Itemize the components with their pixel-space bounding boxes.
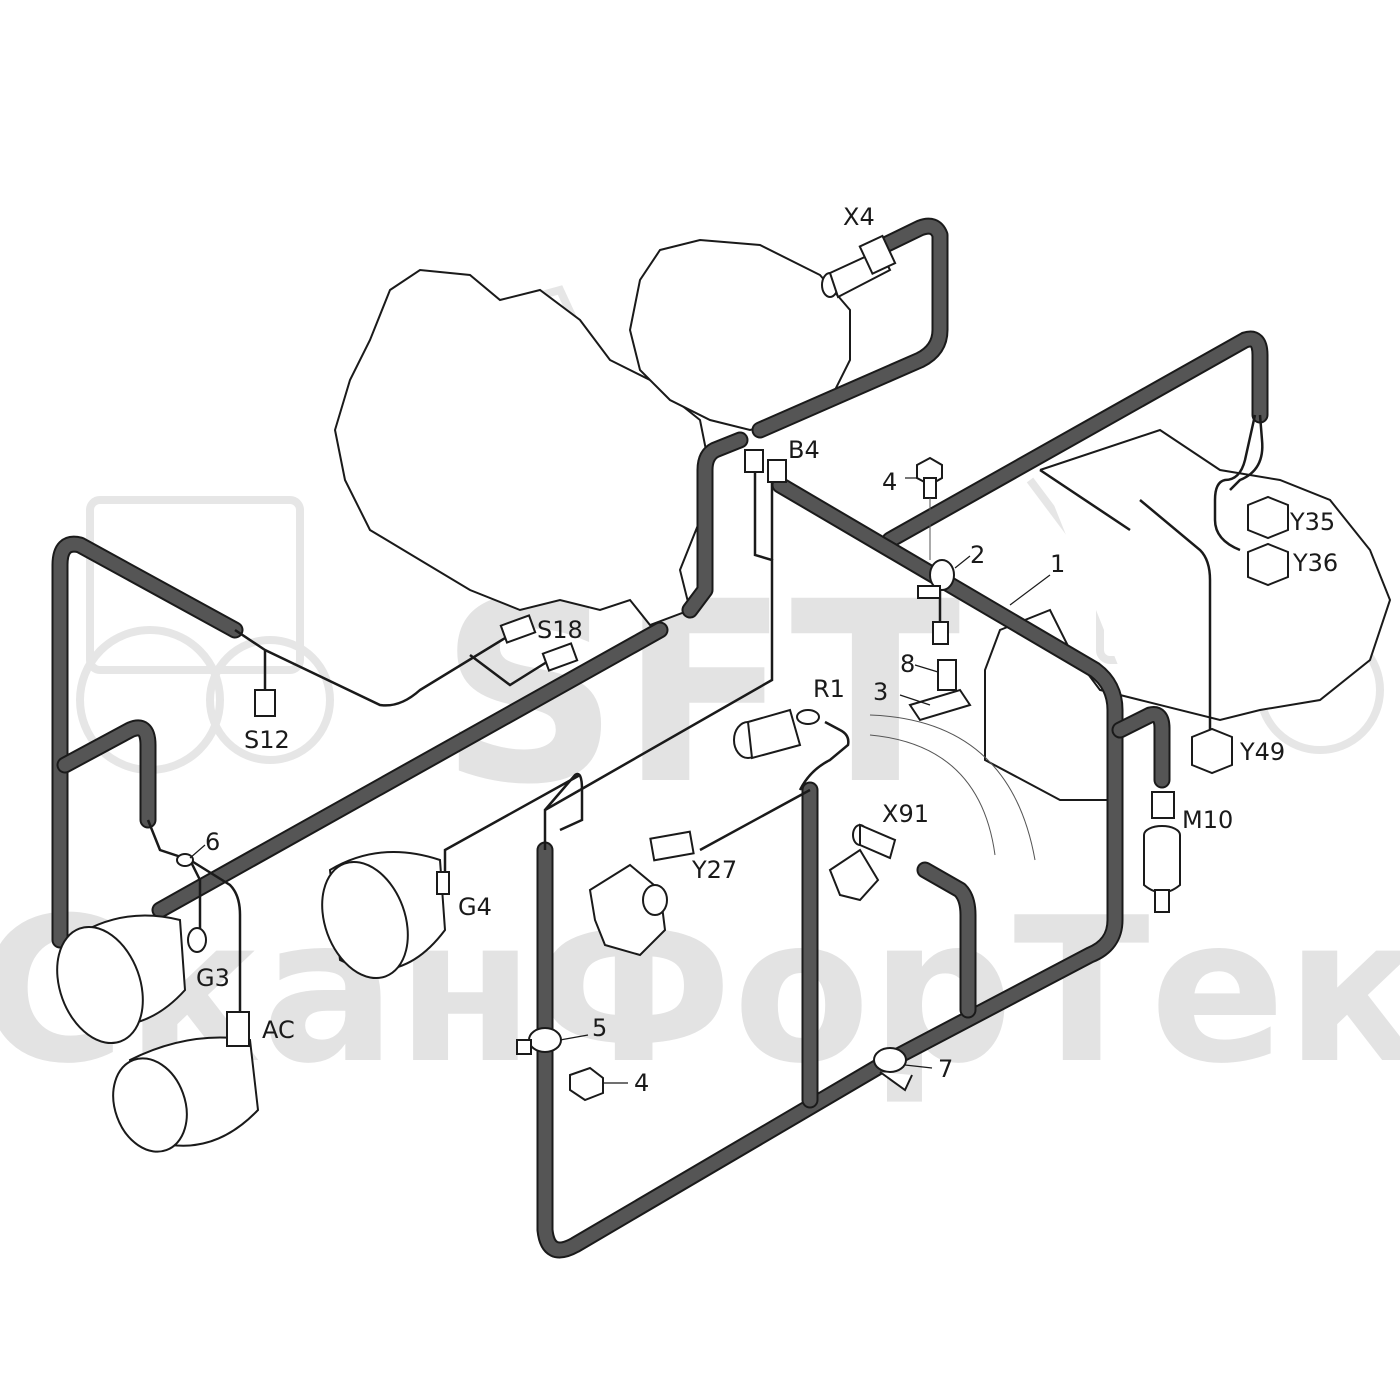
clamp-2 <box>917 559 955 645</box>
g4-cylinder <box>321 851 450 980</box>
engine-outline <box>333 268 712 627</box>
y35-valve <box>1247 495 1289 540</box>
bolt-4-bottom <box>569 1066 604 1102</box>
label-item-8: 8 <box>900 650 915 678</box>
g3-alternator <box>56 914 207 1045</box>
labels: X4 B4 S18 S12 R1 Y35 Y36 Y49 M10 X91 Y27… <box>196 203 1338 1097</box>
label-r1: R1 <box>813 675 845 703</box>
label-s18: S18 <box>537 616 583 644</box>
b4-sensor-right <box>767 459 787 483</box>
clamp-6 <box>176 853 194 867</box>
label-item-3: 3 <box>873 678 888 706</box>
y36-valve <box>1247 542 1289 587</box>
label-item-2: 2 <box>970 541 985 569</box>
label-item-7: 7 <box>938 1055 953 1083</box>
swing-arc-outer <box>869 714 1036 861</box>
label-b4: B4 <box>788 436 820 464</box>
label-item-5: 5 <box>592 1014 607 1042</box>
b4-sensor-left <box>744 449 764 473</box>
clamp-5 <box>516 1027 562 1055</box>
label-m10: M10 <box>1182 806 1233 834</box>
clamp-7 <box>873 1047 913 1092</box>
ac-compressor <box>112 1011 260 1153</box>
label-g4: G4 <box>458 893 492 921</box>
bracket-3 <box>908 659 972 722</box>
label-item-4-bottom: 4 <box>634 1069 649 1097</box>
label-x91: X91 <box>882 800 929 828</box>
transmission-outline <box>984 428 1392 801</box>
label-y35: Y35 <box>1289 508 1335 536</box>
r1-glow-plug <box>733 708 820 760</box>
label-x4: X4 <box>843 203 875 231</box>
thin-wires <box>146 414 1264 1015</box>
label-item-4-top: 4 <box>882 468 897 496</box>
y27-solenoid <box>649 830 695 862</box>
label-item-6: 6 <box>205 828 220 856</box>
swing-arc-inner <box>869 734 996 856</box>
solenoid-body <box>588 863 668 957</box>
leader-lines <box>189 477 1051 1084</box>
label-y27: Y27 <box>691 856 737 884</box>
s12-switch <box>254 689 276 717</box>
s18-switch-lower <box>541 642 579 672</box>
label-item-1: 1 <box>1050 550 1065 578</box>
components <box>56 234 1289 1153</box>
main-harness <box>51 217 1269 1259</box>
label-y36: Y36 <box>1292 549 1338 577</box>
y49-valve <box>1191 727 1233 775</box>
label-y49: Y49 <box>1239 738 1285 766</box>
s18-switch-upper <box>499 614 537 644</box>
label-s12: S12 <box>244 726 290 754</box>
x4-connector <box>821 234 897 299</box>
label-ac: AC <box>262 1016 295 1044</box>
label-g3: G3 <box>196 964 230 992</box>
m10-motor <box>1143 791 1181 913</box>
x91-connector <box>828 823 897 902</box>
bolt-4-top <box>916 456 943 499</box>
